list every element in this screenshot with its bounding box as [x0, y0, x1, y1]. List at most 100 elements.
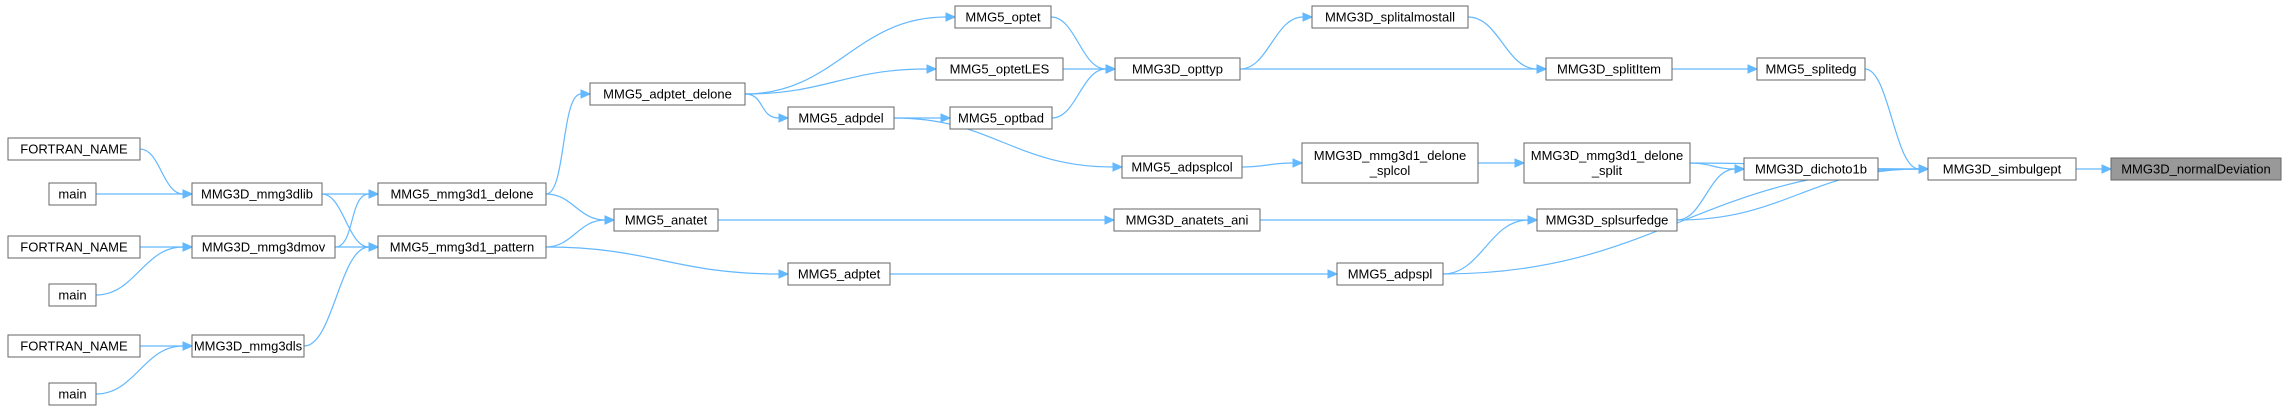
node-label: MMG3D_mmg3d1_delone: [1531, 148, 1683, 163]
edge-line: [303, 246, 370, 347]
edge-main1-to-mmg3dlib: [95, 189, 194, 199]
node-optbad[interactable]: MMG5_optbad: [949, 106, 1053, 130]
node-label: MMG5_optet: [965, 10, 1041, 25]
node-mmg3dls[interactable]: MMG3D_mmg3dls: [191, 334, 305, 358]
node-anatets_ani[interactable]: MMG3D_anatets_ani: [1113, 208, 1261, 232]
node-fortran2[interactable]: FORTRAN_NAME: [7, 235, 141, 259]
arrowhead-icon: [580, 89, 592, 99]
edge-line: [744, 93, 780, 119]
node-box: [48, 382, 97, 406]
node-mmg3d1_delone_splcol[interactable]: MMG3D_mmg3d1_delone_splcol: [1301, 142, 1479, 184]
node-box: [1336, 262, 1444, 286]
edge-line: [893, 117, 1114, 168]
arrowhead-icon: [1734, 164, 1746, 174]
node-fortran3[interactable]: FORTRAN_NAME: [7, 334, 141, 358]
edge-line: [95, 246, 184, 296]
node-label: MMG3D_splitItem: [1557, 62, 1661, 77]
node-box: [7, 137, 141, 161]
arrowhead-icon: [1105, 64, 1117, 74]
node-box: [787, 106, 895, 130]
node-label: MMG3D_dichoto1b: [1755, 162, 1867, 177]
node-splsurfedge[interactable]: MMG3D_splsurfedge: [1536, 208, 1678, 232]
node-box: [377, 182, 547, 206]
node-splitedg[interactable]: MMG5_splitedg: [1756, 57, 1866, 81]
edge-line: [545, 219, 606, 248]
node-label: MMG3D_mmg3dmov: [202, 240, 326, 255]
node-box: [2110, 157, 2282, 181]
node-splitalmostall[interactable]: MMG3D_splitalmostall: [1311, 5, 1469, 29]
edge-adpspl-to-splsurfedge: [1442, 215, 1539, 275]
node-adpsplcol[interactable]: MMG5_adpsplcol: [1121, 155, 1243, 179]
node-label: MMG3D_mmg3dls: [194, 339, 303, 354]
node-mmg3d1_pattern[interactable]: MMG5_mmg3d1_pattern: [377, 235, 547, 259]
node-simbulgept[interactable]: MMG3D_simbulgept: [1927, 157, 2077, 181]
node-mmg3d1_delone[interactable]: MMG5_mmg3d1_delone: [377, 182, 547, 206]
arrowhead-icon: [1747, 64, 1759, 74]
edge-line: [1689, 162, 1736, 170]
edge-line: [1864, 68, 1920, 170]
edge-line: [744, 68, 928, 95]
edge-line: [321, 193, 370, 248]
node-mmg3d1_delone_split[interactable]: MMG3D_mmg3d1_delone_split: [1523, 142, 1691, 184]
node-box: [1114, 57, 1241, 81]
arrowhead-icon: [1536, 64, 1548, 74]
node-label: _split: [1591, 163, 1623, 178]
node-box: [191, 334, 305, 358]
edges-layer: [95, 12, 2113, 395]
node-box: [48, 283, 97, 307]
node-optetLES[interactable]: MMG5_optetLES: [935, 57, 1064, 81]
edge-line: [1442, 168, 1920, 275]
node-label: FORTRAN_NAME: [20, 339, 128, 354]
node-box: [377, 235, 547, 259]
node-anatet[interactable]: MMG5_anatet: [613, 208, 719, 232]
node-label: MMG5_adpsplcol: [1131, 160, 1232, 175]
node-box: [191, 182, 323, 206]
edge-line: [95, 345, 184, 395]
edge-adpsplcol-to-mmg3d1_delone_splcol: [1241, 158, 1304, 168]
node-adpspl[interactable]: MMG5_adpspl: [1336, 262, 1444, 286]
node-splitItem[interactable]: MMG3D_splitItem: [1545, 57, 1673, 81]
node-box: [1523, 142, 1691, 184]
node-adptet[interactable]: MMG5_adptet: [787, 262, 891, 286]
node-label: MMG3D_mmg3dlib: [201, 187, 313, 202]
node-box: [7, 235, 141, 259]
edge-mmg3d1_delone_splcol-to-mmg3d1_delone_split: [1478, 158, 1526, 168]
arrowhead-icon: [368, 242, 380, 252]
node-label: MMG5_anatet: [625, 213, 708, 228]
node-box: [1927, 157, 2077, 181]
arrowhead-icon: [778, 113, 790, 123]
edge-mmg3d1_pattern-to-adptet: [545, 246, 790, 279]
edge-splsurfedge-to-dichoto1b: [1676, 164, 1746, 221]
edge-main3-to-mmg3dls: [95, 341, 194, 395]
edge-anatets_ani-to-splsurfedge: [1260, 215, 1539, 225]
node-label: MMG5_adpspl: [1348, 267, 1433, 282]
node-mmg3dlib[interactable]: MMG3D_mmg3dlib: [191, 182, 323, 206]
node-main3[interactable]: main: [48, 382, 97, 406]
node-label: FORTRAN_NAME: [20, 142, 128, 157]
edge-line: [545, 193, 606, 221]
node-main1[interactable]: main: [48, 182, 97, 206]
edge-line: [1442, 219, 1529, 275]
arrowhead-icon: [368, 189, 380, 199]
edge-adptet_delone-to-optetLES: [744, 64, 938, 95]
edge-adptet_delone-to-optet: [744, 12, 957, 95]
node-dichoto1b[interactable]: MMG3D_dichoto1b: [1743, 157, 1879, 181]
node-adptet_delone[interactable]: MMG5_adptet_delone: [589, 82, 746, 106]
node-box: [589, 82, 746, 106]
node-box: [48, 182, 97, 206]
node-box: [787, 262, 891, 286]
node-adpdel[interactable]: MMG5_adpdel: [787, 106, 895, 130]
edge-opttyp-to-splitalmostall: [1239, 12, 1314, 70]
node-mmg3dmov[interactable]: MMG3D_mmg3dmov: [191, 235, 336, 259]
node-fortran1[interactable]: FORTRAN_NAME: [7, 137, 141, 161]
edge-main2-to-mmg3dmov: [95, 242, 194, 296]
arrowhead-icon: [1302, 12, 1314, 22]
node-label: MMG3D_opttyp: [1132, 62, 1223, 77]
node-label: MMG5_optbad: [958, 111, 1044, 126]
edge-line: [334, 193, 370, 248]
node-opttyp[interactable]: MMG3D_opttyp: [1114, 57, 1241, 81]
edge-line: [1051, 68, 1107, 119]
node-optet[interactable]: MMG5_optet: [954, 5, 1052, 29]
node-main2[interactable]: main: [48, 283, 97, 307]
